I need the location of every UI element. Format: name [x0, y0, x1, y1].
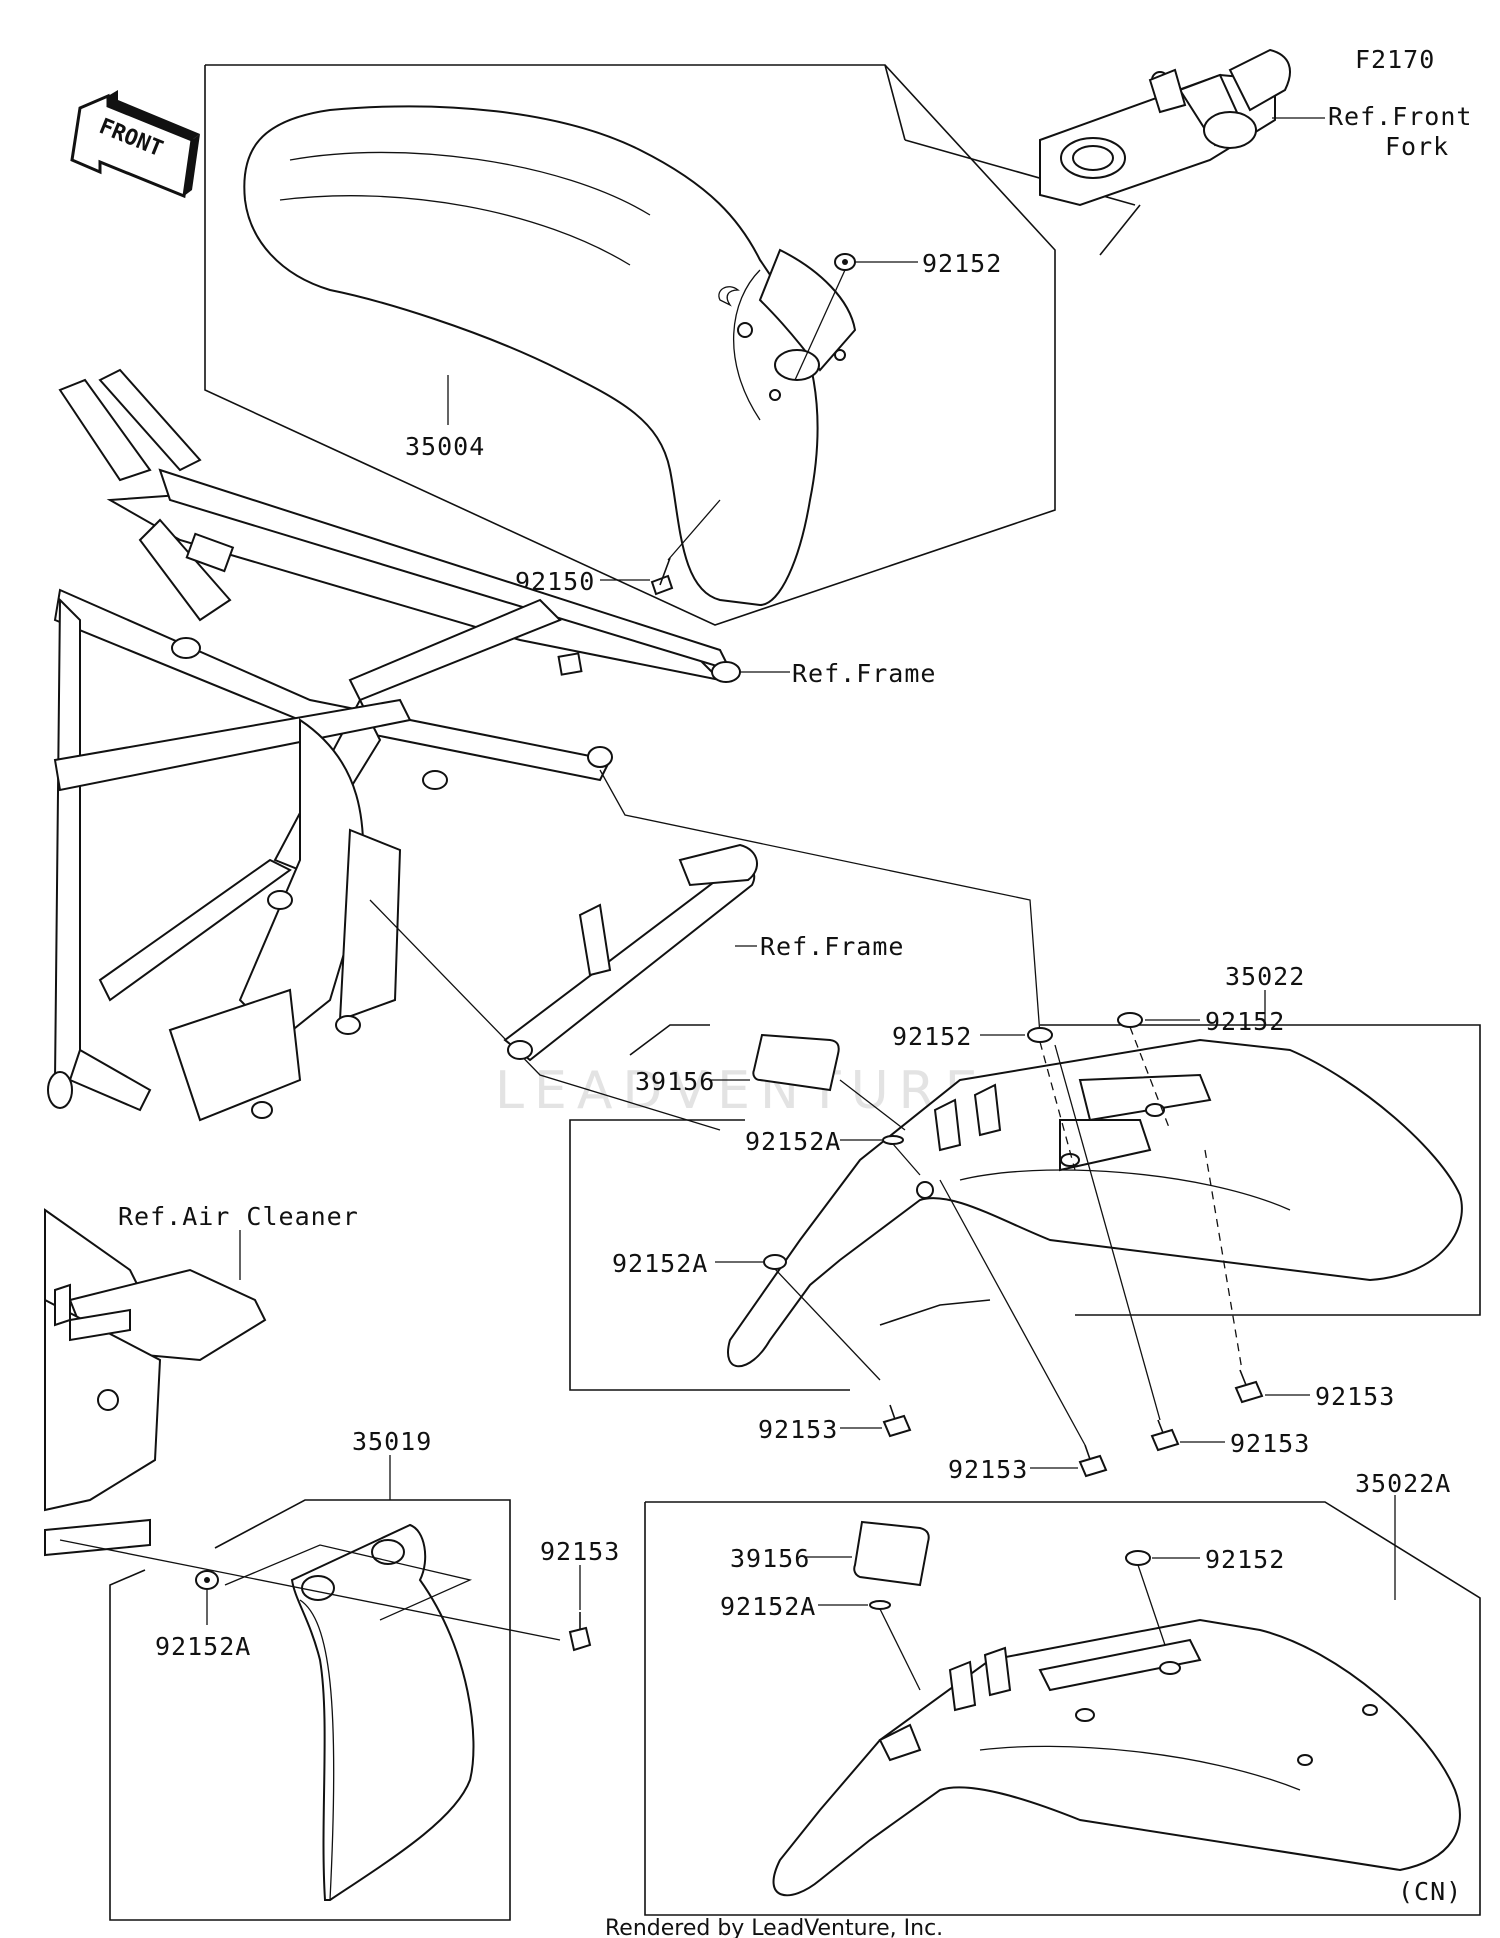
- label-92152A-a: 92152A: [745, 1127, 841, 1156]
- label-92153-c: 92153: [948, 1455, 1028, 1484]
- label-92152A-d: 92152A: [720, 1592, 816, 1621]
- front-fender-35004[interactable]: [204, 64, 1056, 626]
- label-35022A: 35022A: [1355, 1469, 1451, 1498]
- rear-fender-35022A[interactable]: [772, 1618, 1461, 1897]
- label-ref-air-cleaner: Ref.Air Cleaner: [118, 1202, 359, 1231]
- label-39156-a: 39156: [635, 1067, 715, 1096]
- credit-text: Rendered by LeadVenture, Inc.: [605, 1916, 943, 1938]
- washer-92152A-a[interactable]: [882, 1135, 904, 1145]
- frame-bracket-ref[interactable]: [503, 843, 758, 1062]
- label-92152-b: 92152: [1205, 1007, 1285, 1036]
- label-92153-b: 92153: [1230, 1429, 1310, 1458]
- washer-92152A-b[interactable]: [763, 1254, 787, 1270]
- mud-guard-35019[interactable]: [224, 1523, 475, 1901]
- air-cleaner-ref[interactable]: [44, 1208, 267, 1557]
- washer-92152-b[interactable]: [1117, 1012, 1143, 1028]
- diagram-code: F2170: [1355, 45, 1435, 74]
- label-ref-front: Ref.Front: [1328, 102, 1472, 131]
- pad-39156-a[interactable]: [752, 1033, 840, 1092]
- label-92152-front: 92152: [922, 249, 1002, 278]
- front-arrow-icon: FRONT: [70, 90, 200, 199]
- label-35019: 35019: [352, 1427, 432, 1456]
- label-ref-frame-upper: Ref.Frame: [792, 659, 936, 688]
- label-ref-fork: Fork: [1385, 132, 1449, 161]
- label-92152-a: 92152: [892, 1022, 972, 1051]
- rear-fender-35022[interactable]: [727, 1038, 1463, 1368]
- variant-note: (CN): [1398, 1877, 1462, 1906]
- bolt-92150[interactable]: [650, 557, 674, 596]
- front-fork-ref[interactable]: [884, 48, 1291, 256]
- label-92153-a: 92153: [1315, 1382, 1395, 1411]
- label-35004: 35004: [405, 432, 485, 461]
- label-92152A-b: 92152A: [612, 1249, 708, 1278]
- bolt-92153-e[interactable]: [568, 1612, 592, 1652]
- washer-92152-a[interactable]: [1027, 1027, 1053, 1043]
- washer-92152A-c[interactable]: [195, 1570, 219, 1590]
- bolt-92153-d[interactable]: [882, 1404, 912, 1438]
- label-92153-d: 92153: [758, 1415, 838, 1444]
- washer-92152-c[interactable]: [1125, 1550, 1151, 1566]
- watermark-text: LEADVENTURE: [495, 1061, 988, 1121]
- frame-ref[interactable]: [47, 368, 741, 1122]
- label-ref-frame-lower: Ref.Frame: [760, 932, 904, 961]
- label-92152A-c: 92152A: [155, 1632, 251, 1661]
- bolt-92153-a[interactable]: [1234, 1369, 1264, 1404]
- bolt-92153-c[interactable]: [1078, 1444, 1108, 1478]
- pad-39156-b[interactable]: [853, 1520, 930, 1587]
- washer-92152A-d[interactable]: [869, 1600, 891, 1610]
- label-92153-e: 92153: [540, 1537, 620, 1566]
- label-39156-b: 39156: [730, 1544, 810, 1573]
- label-35022: 35022: [1225, 962, 1305, 991]
- label-92152-c: 92152: [1205, 1545, 1285, 1574]
- washer-92152-front[interactable]: [834, 253, 856, 271]
- bolt-92153-b[interactable]: [1150, 1419, 1180, 1452]
